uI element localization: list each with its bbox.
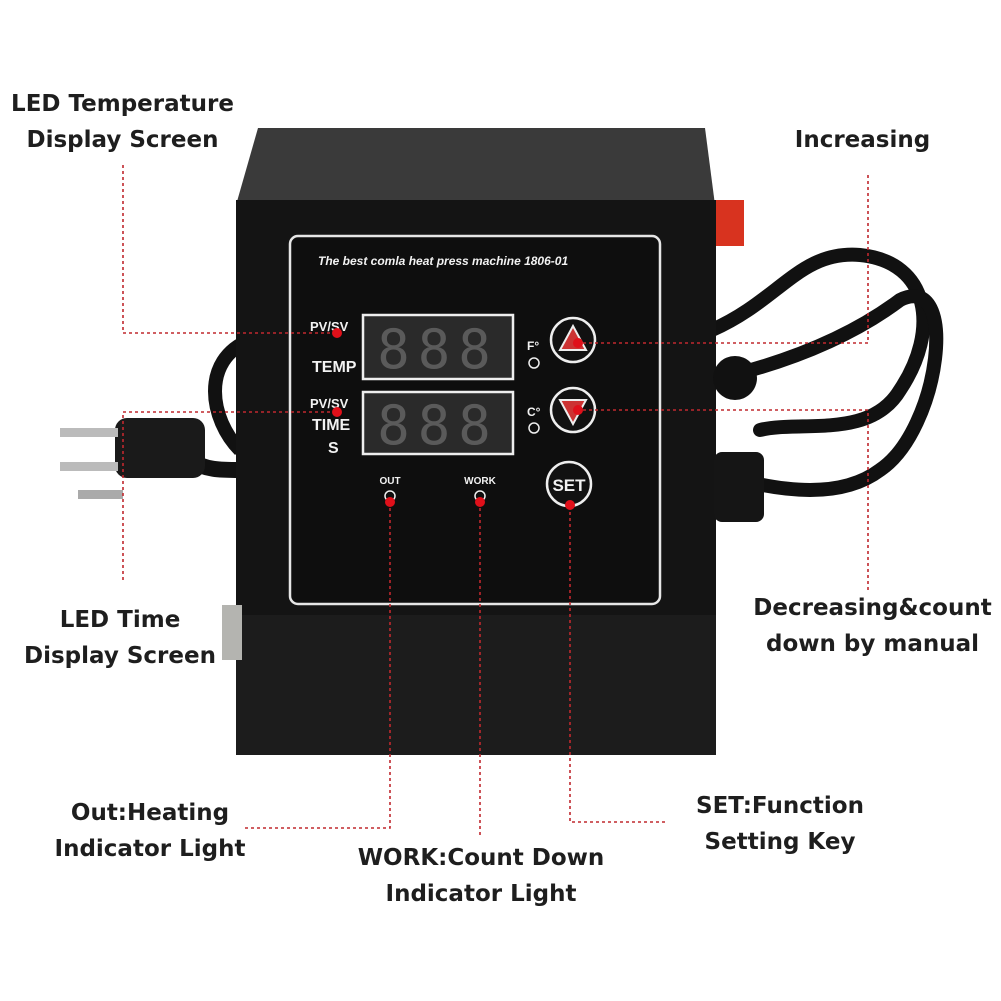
leader-dots [332, 328, 583, 510]
callout-line: LED Temperature [11, 91, 234, 117]
time-digits: 888 [377, 394, 499, 457]
power-switch[interactable] [716, 200, 744, 246]
callout-out: Out:Heating Indicator Light [45, 795, 255, 867]
callout-line: LED Time [59, 607, 181, 633]
callout-line: WORK:Count Down [357, 845, 605, 871]
box-base [236, 615, 716, 755]
callout-led-time: LED Time Display Screen [15, 602, 225, 674]
callout-decreasing: Decreasing&count down by manual [745, 590, 1000, 662]
callout-line: Increasing [794, 127, 931, 153]
leader-increasing [578, 175, 869, 344]
time-display [361, 390, 515, 456]
callout-line: Display Screen [26, 127, 219, 153]
time-unit-label: S [328, 440, 339, 457]
fahrenheit-indicator [528, 357, 540, 369]
callout-line: Setting Key [704, 829, 856, 855]
callout-set: SET:Function Setting Key [685, 788, 875, 860]
temp-pvsv-label: PV/SV [310, 319, 349, 334]
brand-line: The best comla heat press machine 1806-0… [318, 254, 568, 268]
box-top [236, 128, 715, 205]
callout-line: SET:Function [696, 793, 864, 819]
callout-led-temp: LED Temperature Display Screen [5, 86, 240, 158]
fahrenheit-label: F° [527, 339, 539, 353]
leader-lines [122, 165, 869, 835]
set-button[interactable]: SET [545, 460, 593, 508]
celsius-label: C° [527, 405, 541, 419]
temp-display [361, 313, 515, 381]
callout-line: down by manual [766, 631, 979, 657]
callout-line: Decreasing&count [753, 595, 992, 621]
leader-decreasing [578, 409, 869, 590]
side-connector [222, 605, 242, 660]
callout-line: Indicator Light [385, 881, 577, 907]
celsius-indicator [528, 422, 540, 434]
leader-led-time [122, 411, 337, 580]
leader-led-temp [122, 165, 337, 334]
increase-button[interactable] [549, 316, 597, 364]
cable-gland [714, 452, 764, 522]
time-label: TIME [312, 417, 351, 434]
callout-line: Out:Heating [70, 800, 230, 826]
temp-digits: 888 [377, 318, 499, 381]
knob [713, 356, 757, 400]
callout-increasing: Increasing [785, 122, 940, 158]
callout-line: Indicator Light [54, 836, 246, 862]
work-label: WORK [464, 476, 496, 487]
out-label: OUT [379, 476, 400, 487]
time-pvsv-label: PV/SV [310, 396, 349, 411]
temp-label: TEMP [312, 359, 357, 376]
callout-line: Display Screen [24, 643, 216, 669]
leader-out [245, 500, 391, 829]
plug [60, 333, 254, 499]
leader-set [569, 505, 665, 823]
set-button-label: SET [552, 476, 586, 495]
callout-work: WORK:Count Down Indicator Light [345, 840, 617, 912]
